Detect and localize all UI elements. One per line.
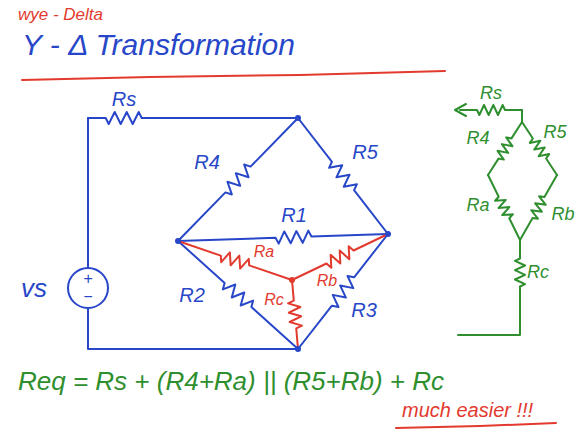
note: wye - Delta [18, 6, 103, 23]
resistor-symbol [178, 241, 292, 280]
resistor-symbol [520, 175, 557, 240]
component-label: Rc [264, 292, 284, 308]
resistor-symbol [292, 234, 388, 280]
component-label: R3 [351, 300, 377, 320]
component-label: R4 [194, 152, 220, 172]
component-label: R4 [466, 129, 489, 147]
equation: Req = Rs + (R4+Ra) || (R5+Rb) + Rc [18, 368, 444, 394]
resistor-symbol [88, 112, 298, 124]
junction-dot [385, 231, 391, 237]
component-label: − [83, 289, 92, 305]
resistor-symbol [178, 231, 388, 244]
component-label: Ra [254, 244, 274, 260]
resistor-symbol [488, 122, 522, 175]
junction-dot [295, 346, 301, 352]
wire [87, 118, 89, 268]
resistor-symbol [515, 240, 525, 305]
junction-dot [289, 277, 295, 283]
terminal-arrow [455, 104, 466, 116]
component-label: Rb [551, 205, 574, 223]
underline [22, 71, 445, 80]
component-label: R2 [179, 285, 205, 305]
title: Y - Δ Transformation [22, 30, 295, 60]
resistor-symbol [488, 175, 520, 240]
note: much easier !!! [402, 400, 533, 420]
wire [88, 308, 298, 349]
component-label: R5 [543, 123, 566, 141]
resistor-symbol [178, 118, 298, 241]
component-label: Ra [466, 196, 489, 214]
resistor-symbol [288, 280, 302, 349]
junction-dot [175, 238, 181, 244]
component-label: R1 [281, 205, 307, 225]
component-label: Rc [527, 263, 549, 281]
component-label: Rb [317, 273, 337, 289]
component-label: vs [21, 275, 47, 301]
component-label: + [83, 271, 92, 287]
wire [458, 305, 520, 335]
junction-dot [295, 115, 301, 121]
resistor-symbol [460, 105, 522, 115]
wire [521, 110, 523, 122]
resistor-symbol [298, 118, 388, 234]
resistor-symbol [298, 234, 388, 349]
component-label: Rs [112, 89, 136, 109]
resistor-symbol [178, 241, 298, 349]
component-label: R5 [352, 142, 378, 162]
component-label: Rs [480, 84, 502, 102]
voltage-source [68, 268, 108, 308]
underline [396, 423, 556, 428]
